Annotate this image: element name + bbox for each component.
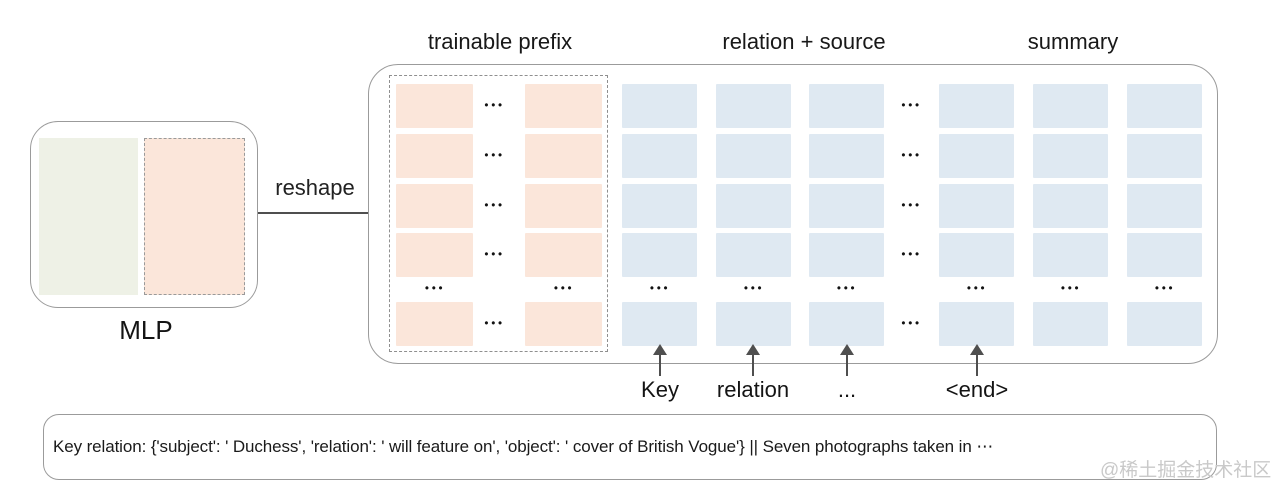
up-arrow-line	[975, 353, 979, 376]
up-arrowhead-icon	[970, 344, 984, 355]
label-trainable-prefix: trainable prefix	[427, 29, 573, 54]
up-arrowhead-icon	[746, 344, 760, 355]
key-relation-text-box: Key relation: {'subject': ' Duchess', 'r…	[43, 414, 1217, 480]
up-arrow-line	[658, 353, 662, 376]
token-label-relation: relation	[716, 377, 790, 402]
mlp-prefix-block	[144, 138, 245, 295]
up-arrowhead-icon	[653, 344, 667, 355]
mlp-label: MLP	[119, 315, 173, 345]
up-arrowhead-icon	[840, 344, 854, 355]
up-arrow-line	[751, 353, 755, 376]
token-label-end: <end>	[945, 377, 1009, 402]
watermark-text: @稀土掘金技术社区	[1100, 460, 1272, 481]
up-arrow-line	[845, 353, 849, 376]
label-relation-source: relation + source	[722, 29, 886, 54]
token-label-ellipsis: ...	[837, 377, 857, 402]
key-relation-text: Key relation: {'subject': ' Duchess', 'r…	[53, 437, 994, 456]
token-label-key: Key	[641, 377, 679, 402]
label-summary: summary	[1027, 29, 1119, 54]
trainable-prefix-dashed-box	[389, 75, 608, 352]
reshape-label: reshape	[275, 175, 355, 200]
mlp-green-block	[39, 138, 138, 295]
reshape-arrow	[258, 212, 380, 215]
